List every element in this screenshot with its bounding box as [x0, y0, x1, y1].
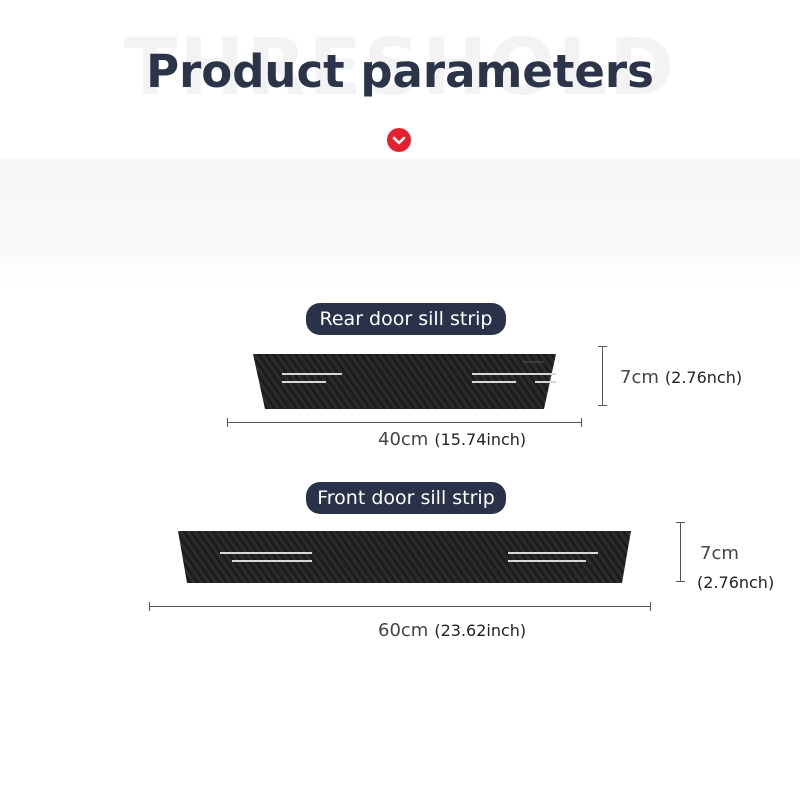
- front-strip-label: Front door sill strip: [306, 482, 506, 514]
- front-length-tick-left: [149, 602, 150, 611]
- front-sill-strip-image: [178, 531, 631, 583]
- rear-height-label: 7cm (2.76nch): [620, 367, 742, 388]
- watermark-text: THRESHOLD: [123, 23, 677, 113]
- front-length-label: 60cm (23.62inch): [378, 620, 526, 641]
- rear-height-value: 7cm: [620, 367, 659, 388]
- rear-height-tick-bottom: [598, 405, 607, 406]
- front-height-tick-top: [676, 522, 685, 523]
- front-height-value: 7cm: [700, 543, 739, 564]
- rear-height-dimension-line: [602, 346, 603, 406]
- front-length-value: 60cm: [378, 620, 429, 641]
- rear-length-tick-right: [581, 418, 582, 427]
- rear-height-tick-top: [598, 346, 607, 347]
- front-length-inch: (23.62inch): [434, 621, 527, 640]
- front-length-dimension-line: [149, 606, 651, 607]
- rear-length-label: 40cm (15.74inch): [378, 429, 526, 450]
- rear-sill-strip-image: [253, 354, 556, 409]
- front-height-dimension-line: [680, 522, 681, 582]
- rear-strip-label: Rear door sill strip: [306, 303, 506, 335]
- front-height-tick-bottom: [676, 581, 685, 582]
- front-length-tick-right: [650, 602, 651, 611]
- rear-length-value: 40cm: [378, 429, 429, 450]
- page-title: Product parameters: [146, 45, 654, 98]
- front-height-inch-wrap: (2.76nch): [697, 573, 774, 593]
- chevron-down-icon[interactable]: [387, 128, 411, 152]
- background-band: [0, 158, 800, 284]
- rear-length-tick-left: [227, 418, 228, 427]
- rear-height-inch: (2.76nch): [664, 368, 743, 387]
- rear-length-inch: (15.74inch): [434, 430, 527, 449]
- front-height-inch: (2.76nch): [697, 573, 775, 592]
- front-height-value-wrap: 7cm: [700, 543, 739, 564]
- rear-length-dimension-line: [227, 422, 582, 423]
